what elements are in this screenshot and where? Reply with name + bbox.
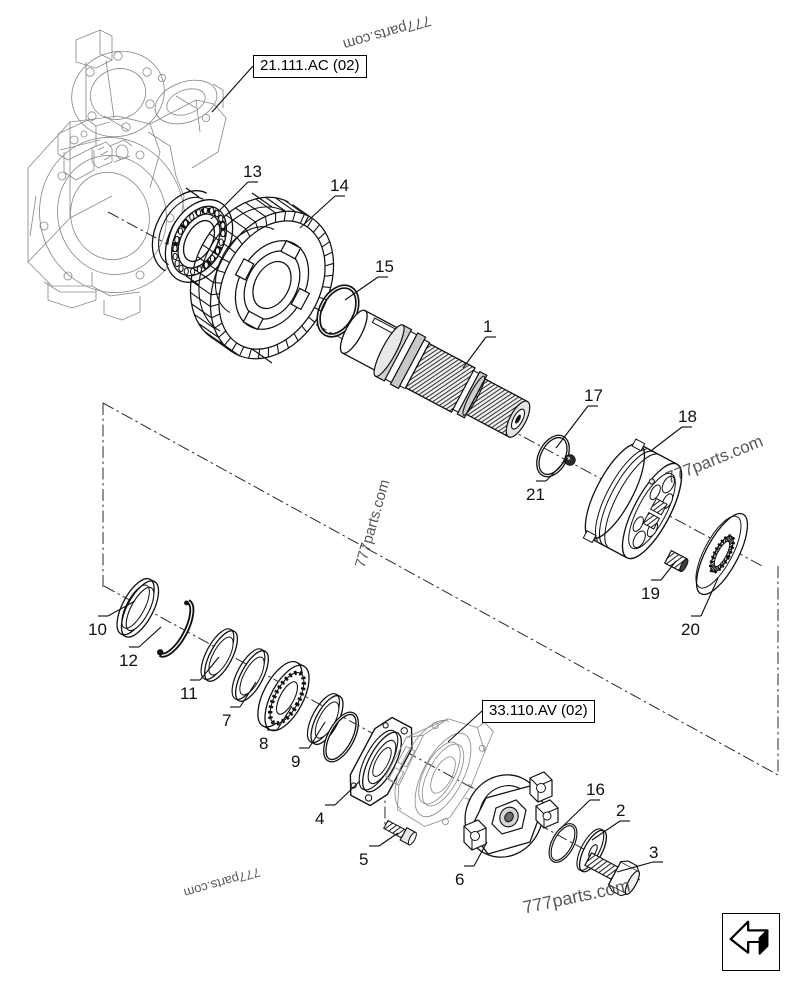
part-10-retainer [116, 577, 160, 638]
leader-6 [473, 841, 488, 867]
callout-18: 18 [678, 407, 697, 426]
washer-20-splines [710, 535, 734, 573]
callout-10: 10 [88, 620, 107, 639]
callout-3: 3 [649, 843, 659, 862]
leader-19 [660, 560, 677, 581]
leader-11 [199, 656, 220, 681]
leader-16 [559, 799, 591, 830]
part-11-shim [200, 628, 238, 682]
callout-5: 5 [359, 850, 369, 869]
part-9-oring [323, 711, 359, 763]
callout-16: 16 [586, 780, 605, 799]
gear-14-teeth [190, 196, 334, 359]
part-5-bolt [383, 819, 417, 846]
callout-4: 4 [315, 809, 325, 828]
leader-9 [308, 721, 326, 749]
part-7-bearing [257, 660, 310, 732]
leader-18 [651, 426, 683, 451]
part-18-carrier [582, 438, 683, 560]
part-2-washer [576, 828, 608, 873]
part-4-flange-cover [349, 716, 413, 807]
part-12-snap-ring [157, 599, 195, 658]
reference-leader-2 [447, 710, 483, 743]
part-3-hex-bolt [584, 852, 641, 897]
lower-bearing-stack [116, 577, 359, 763]
reference-box-1[interactable]: 21.111.AC (02) [253, 55, 367, 78]
callout-2: 2 [616, 801, 626, 820]
leader-1 [462, 336, 487, 369]
leader-7 [239, 681, 257, 708]
callout-20: 20 [681, 620, 700, 639]
callout-1: 1 [483, 317, 493, 336]
callout-11: 11 [180, 684, 198, 703]
callout-7: 7 [222, 711, 232, 730]
leader-14 [299, 195, 336, 229]
leader-21 [545, 457, 569, 482]
part-14-gear [189, 192, 335, 364]
part-16-oring [548, 823, 578, 863]
rotate-3d-arrow-glyph [729, 920, 769, 955]
part-11-shim-b [231, 648, 269, 702]
part-6-sensor-bracket [463, 771, 559, 858]
callout-13: 13 [243, 162, 262, 181]
callout-8: 8 [259, 734, 269, 753]
callout-19: 19 [641, 584, 660, 603]
part-1-shaft [339, 309, 531, 438]
leader-20 [700, 577, 719, 617]
part-21-ball [564, 454, 576, 466]
reference-leader-1 [211, 65, 254, 113]
callout-6: 6 [455, 870, 465, 889]
callout-17: 17 [584, 386, 603, 405]
leader-5 [378, 832, 399, 847]
leader-2 [591, 820, 621, 841]
bearing-13-rollers [172, 206, 226, 276]
callout-21: 21 [526, 485, 545, 504]
leader-17 [555, 405, 589, 449]
leader-8 [276, 705, 293, 731]
transmission-housing-drawing [385, 718, 494, 827]
rotate-3d-arrow-icon[interactable] [722, 913, 780, 971]
leader-15 [344, 276, 379, 301]
callout-14: 14 [330, 176, 349, 195]
leader-10 [107, 600, 136, 617]
callout-9: 9 [291, 752, 301, 771]
reference-box-2[interactable]: 33.110.AV (02) [482, 700, 595, 723]
leader-4 [334, 780, 361, 806]
callout-12: 12 [119, 651, 138, 670]
callout-15: 15 [375, 257, 394, 276]
leader-12 [138, 626, 162, 648]
leader-3 [616, 861, 654, 873]
